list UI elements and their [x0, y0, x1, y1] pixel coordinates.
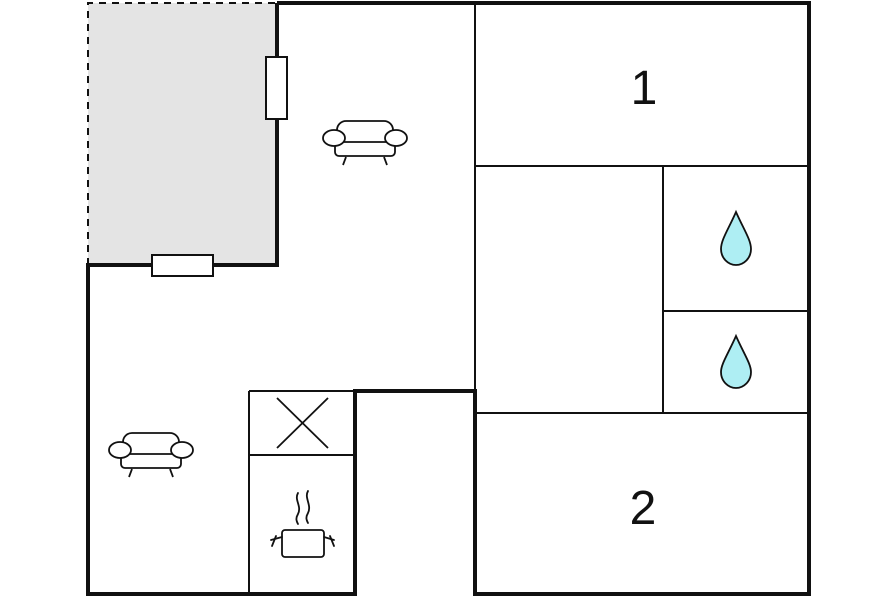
- sofa-icon: [108, 432, 194, 478]
- room-label-1: 1: [631, 62, 658, 115]
- room-label-2: 2: [630, 482, 657, 535]
- interior-walls: [248, 3, 809, 594]
- water-drop-icon: [720, 333, 752, 389]
- terrace-door-horizontal[interactable]: [151, 254, 214, 277]
- terrace-door-vertical[interactable]: [265, 56, 288, 120]
- water-drop-icon: [720, 209, 752, 266]
- cooking-pot-icon: [270, 490, 335, 558]
- cross-mark-icon: [276, 397, 329, 449]
- sofa-icon: [322, 120, 408, 166]
- terrace: [87, 2, 277, 265]
